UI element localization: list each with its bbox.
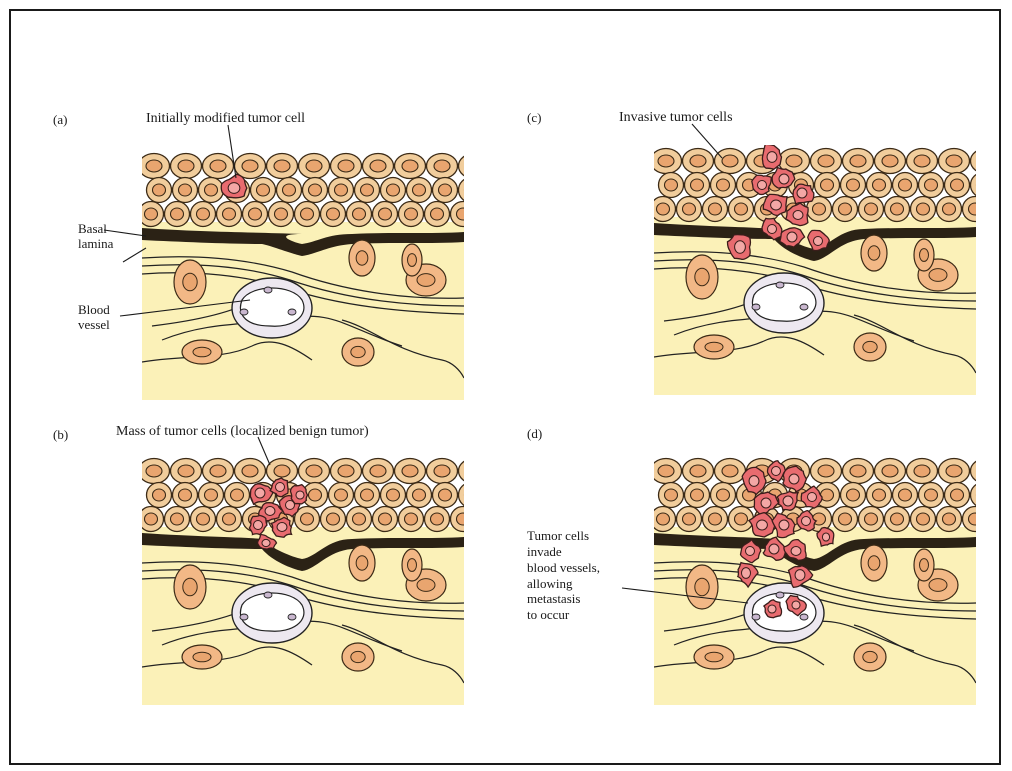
pointer-invade [622,588,748,603]
pointer-basal-lamina [104,230,146,236]
pointer-initial-cell [228,125,236,178]
pointer-lamina-lower [123,248,146,262]
pointer-mass [258,437,270,465]
pointer-blood-vessel [120,300,250,316]
pointer-invasive [692,124,722,158]
